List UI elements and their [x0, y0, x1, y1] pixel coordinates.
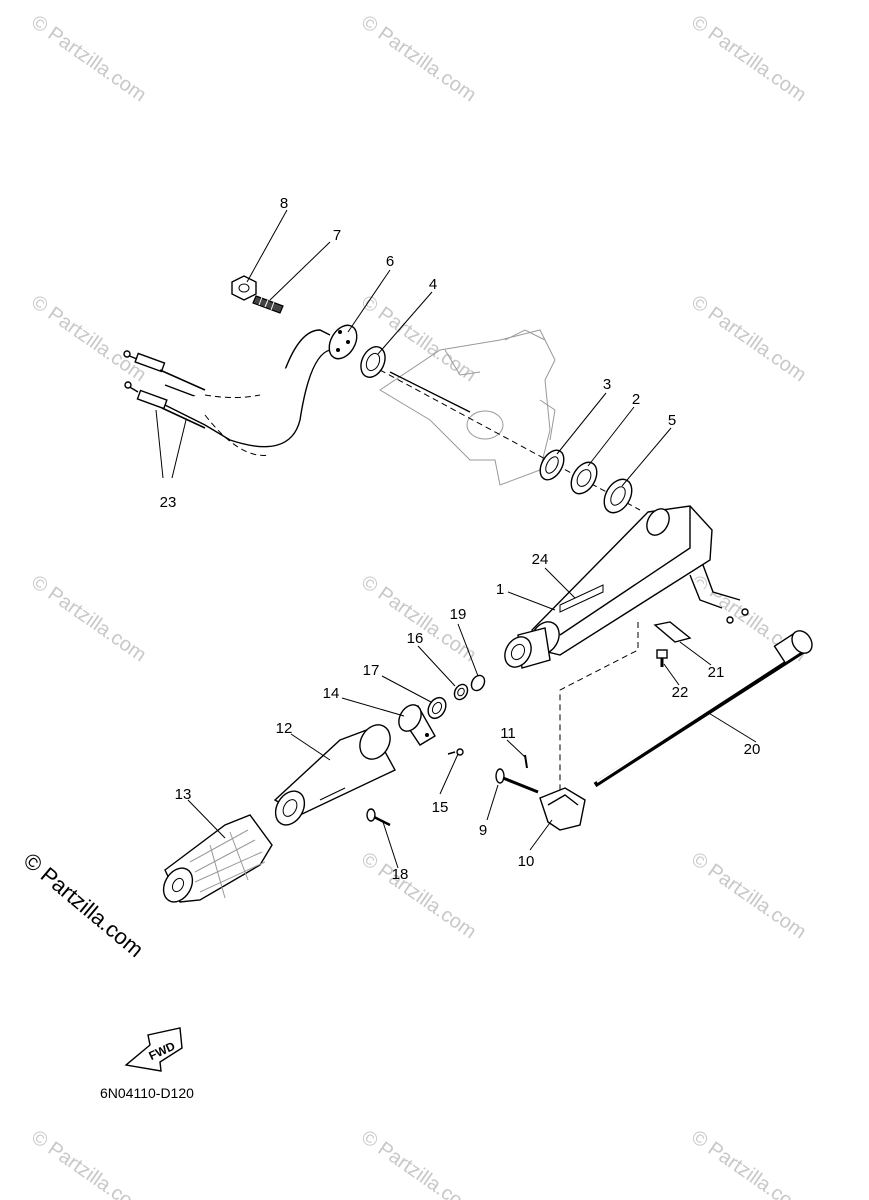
plate-part	[328, 324, 358, 360]
nut-part	[231, 275, 257, 301]
callout-18: 18	[392, 866, 409, 883]
spring-washer-part	[453, 683, 469, 701]
spring-part	[470, 674, 486, 692]
callout-14: 14	[323, 685, 340, 702]
watermark: © Partzilla.com	[27, 571, 150, 666]
callout-1: 1	[496, 581, 504, 598]
assembly-line	[559, 622, 639, 790]
cable-end-upper	[123, 350, 206, 391]
shaft-axis	[379, 369, 641, 511]
watermark: © Partzilla.com	[27, 291, 150, 386]
callout-8: 8	[280, 195, 288, 212]
engine-bracket-outline	[379, 329, 556, 486]
steering-handle-arm	[504, 505, 749, 669]
callout-11: 11	[500, 725, 516, 742]
callout-20: 20	[744, 741, 761, 758]
bushing-part	[603, 478, 633, 514]
watermark: © Partzilla.com	[687, 11, 810, 106]
friction-plate-part	[570, 461, 598, 495]
shift-rod-part	[593, 630, 813, 788]
watermark: © Partzilla.com	[357, 1126, 480, 1200]
watermark: © Partzilla.com	[687, 291, 810, 386]
clip-part	[653, 621, 692, 643]
callout-2: 2	[632, 391, 640, 408]
callout-4: 4	[429, 276, 437, 293]
collar-part	[427, 696, 447, 720]
diagram-code: 6N04110-D120	[100, 1085, 194, 1101]
callout-3: 3	[603, 376, 611, 393]
callout-7: 7	[333, 227, 341, 244]
watermark: © Partzilla.com	[357, 848, 480, 943]
callout-15: 15	[432, 799, 449, 816]
watermark: © Partzilla.com	[687, 848, 810, 943]
grommet-part	[360, 346, 386, 378]
callout-17: 17	[363, 662, 380, 679]
callout-labels: 8 7 6 4 3 2 5 23 24 1 19 16 17 14 12 13 …	[160, 195, 761, 883]
callout-21: 21	[708, 664, 725, 681]
callout-22: 22	[672, 684, 689, 701]
watermark: © Partzilla.com	[687, 1126, 810, 1200]
throttle-cable-assembly	[123, 329, 341, 456]
watermark: © Partzilla.com	[27, 1126, 150, 1200]
watermark: © Partzilla.com	[357, 11, 480, 106]
bolt-part	[656, 649, 668, 667]
watermark: © Partzilla.com	[27, 11, 150, 106]
callout-5: 5	[668, 412, 676, 429]
throttle-shaft-part	[273, 724, 396, 826]
partzilla-watermark: © Partzilla.com	[19, 848, 149, 962]
watermark-layer: © Partzilla.com © Partzilla.com © Partzi…	[27, 11, 810, 1200]
small-screw-part	[447, 748, 464, 756]
cable-end-lower	[124, 381, 206, 429]
grip-screw-part	[366, 808, 391, 827]
pin-part	[524, 754, 528, 769]
grip-part	[162, 814, 273, 903]
callout-23: 23	[160, 494, 177, 511]
throttle-bushing-part	[398, 704, 436, 746]
callout-16: 16	[407, 630, 424, 647]
callout-6: 6	[386, 253, 394, 270]
callout-10: 10	[518, 853, 535, 870]
stud-bolt-part	[252, 295, 284, 314]
bracket-part	[539, 787, 586, 831]
callout-13: 13	[175, 786, 192, 803]
washer-part	[539, 449, 565, 481]
callout-12: 12	[276, 720, 293, 737]
callout-24: 24	[532, 551, 549, 568]
screw-part	[495, 768, 539, 794]
callout-9: 9	[479, 822, 487, 839]
callout-19: 19	[450, 606, 467, 623]
leader-lines	[155, 209, 757, 869]
fwd-arrow-icon: FWD	[124, 1027, 183, 1072]
